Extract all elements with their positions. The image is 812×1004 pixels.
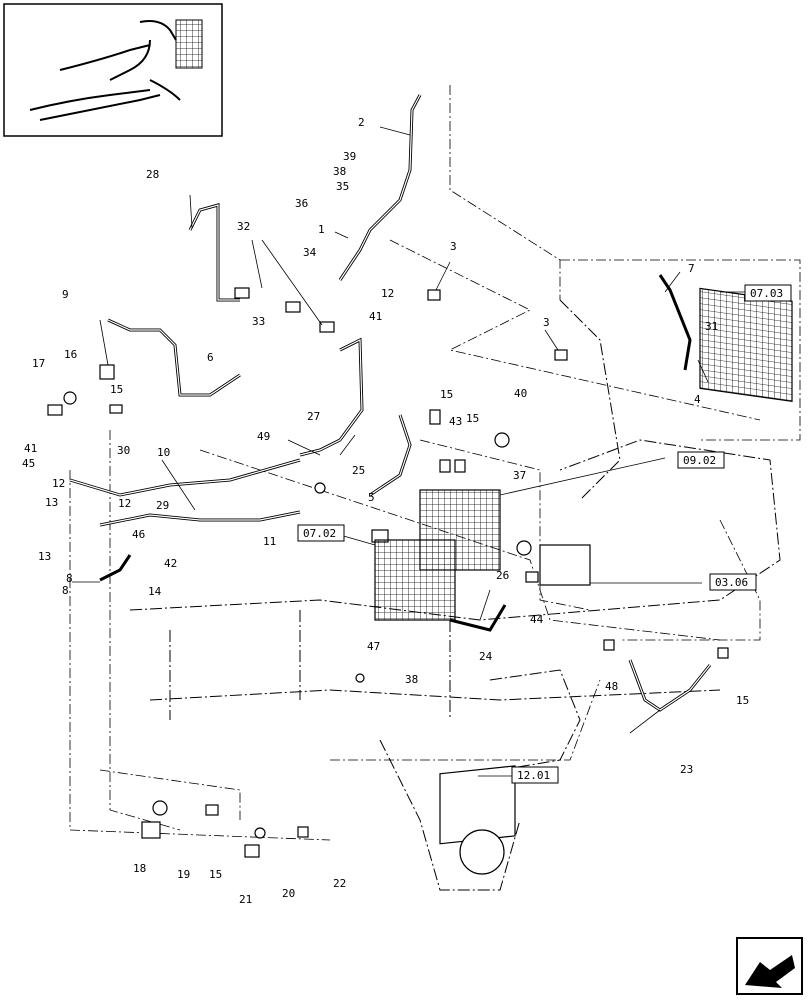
reference-box[interactable]: 12.01 [511, 766, 559, 784]
callout-label: 41 [369, 310, 382, 323]
callout-label: 12 [52, 477, 65, 490]
callout-label: 14 [148, 585, 162, 598]
callout-label: 7 [688, 262, 695, 275]
reference-label: 03.06 [715, 576, 748, 589]
callout-label: 27 [307, 410, 320, 423]
callout-label: 39 [343, 150, 356, 163]
callout-label: 20 [282, 887, 295, 900]
callout-label: 1 [318, 223, 325, 236]
callout-label: 13 [45, 496, 58, 509]
callout-label: 17 [32, 357, 45, 370]
callout-label: 47 [367, 640, 380, 653]
reference-label: 09.02 [683, 454, 716, 467]
hose-24 [449, 604, 507, 632]
fittings [47, 287, 729, 858]
callout-label: 21 [239, 893, 252, 906]
callout-label: 8 [66, 572, 73, 585]
reference-boxes: 07.03 09.02 07.02 03.06 12.01 [297, 284, 792, 784]
oil-cooler [699, 287, 793, 402]
callout-label: 11 [263, 535, 276, 548]
reference-label: 12.01 [517, 769, 550, 782]
callout-label: 2 [358, 116, 365, 129]
callout-label: 35 [336, 180, 349, 193]
callouts [72, 126, 745, 777]
callout-label: 19 [177, 868, 190, 881]
construction-lines [69, 85, 801, 841]
callout-label: 15 [736, 694, 749, 707]
callout-label: 13 [38, 550, 51, 563]
callout-label: 38 [405, 673, 418, 686]
callout-label: 24 [479, 650, 493, 663]
callout-label: 30 [117, 444, 130, 457]
hose-7 [658, 274, 692, 371]
reference-box[interactable]: 07.03 [744, 284, 792, 302]
callout-label: 32 [237, 220, 250, 233]
callout-label: 40 [514, 387, 527, 400]
callout-label: 42 [164, 557, 177, 570]
callout-label: 15 [209, 868, 222, 881]
reference-box[interactable]: 03.06 [709, 573, 757, 591]
callout-label: 6 [207, 351, 214, 364]
reference-box[interactable]: 07.02 [297, 524, 345, 542]
callout-label: 12 [381, 287, 394, 300]
callout-label: 44 [530, 613, 544, 626]
callout-label: 41 [24, 442, 37, 455]
callout-label: 25 [352, 464, 365, 477]
callout-label: 15 [440, 388, 453, 401]
callout-label: 10 [157, 446, 170, 459]
callout-label: 46 [132, 528, 145, 541]
reference-label: 07.03 [750, 287, 783, 300]
callout-label: 12 [118, 497, 131, 510]
callout-label: 15 [110, 383, 123, 396]
tube-14 [99, 554, 132, 582]
callout-label: 18 [133, 862, 146, 875]
callout-label: 22 [333, 877, 346, 890]
overview-inset [3, 3, 223, 137]
rear-axle-housing [439, 765, 516, 875]
callout-label: 49 [257, 430, 270, 443]
tube-2 [338, 94, 422, 281]
callout-label: 16 [64, 348, 77, 361]
callout-label: 26 [496, 569, 509, 582]
callout-label: 8 [62, 584, 69, 597]
callout-label: 34 [303, 246, 317, 259]
tube-6 [107, 318, 241, 397]
callout-label: 33 [252, 315, 265, 328]
callout-label: 3 [543, 316, 550, 329]
valve-block [374, 489, 591, 621]
callout-label: 23 [680, 763, 693, 776]
callout-label: 31 [705, 320, 718, 333]
callout-label: 15 [466, 412, 479, 425]
callout-labels: 1233456788910111212121313141515151515161… [22, 116, 749, 906]
callout-label: 3 [450, 240, 457, 253]
callout-label: 43 [449, 415, 462, 428]
hose-23 [628, 659, 712, 712]
reference-label: 07.02 [303, 527, 336, 540]
reference-box[interactable]: 09.02 [677, 451, 725, 469]
callout-label: 29 [156, 499, 169, 512]
callout-label: 5 [368, 491, 375, 504]
callout-label: 36 [295, 197, 308, 210]
tube-28 [188, 203, 240, 302]
callout-label: 37 [513, 469, 526, 482]
callout-label: 28 [146, 168, 159, 181]
callout-label: 9 [62, 288, 69, 301]
callout-label: 45 [22, 457, 35, 470]
callout-label: 48 [605, 680, 618, 693]
next-page-arrow-icon[interactable] [736, 937, 803, 995]
callout-label: 4 [694, 393, 701, 406]
callout-label: 38 [333, 165, 346, 178]
